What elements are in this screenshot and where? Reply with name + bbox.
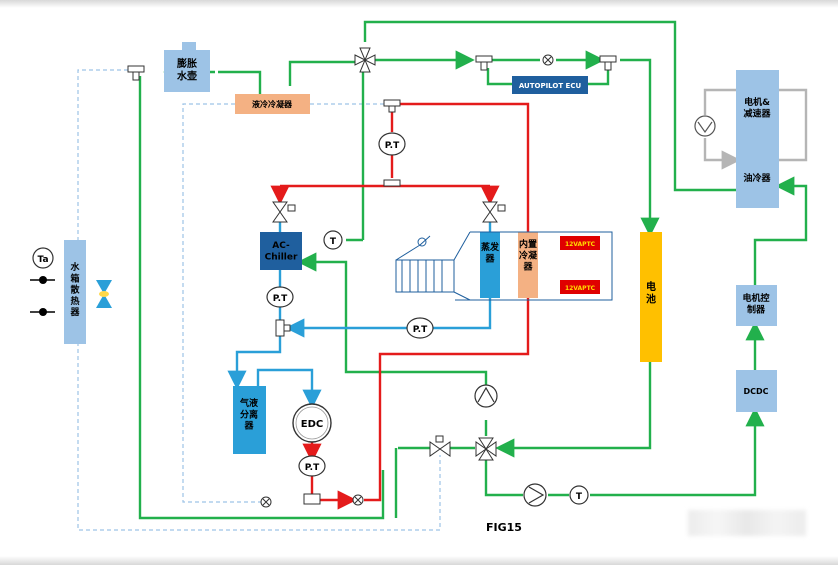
motor-controller: 电机控制器 — [736, 285, 777, 326]
pump-icon-1 — [474, 384, 498, 408]
internal-condenser-label: 内置冷凝器 — [519, 238, 538, 273]
oil-pump-icon — [694, 115, 716, 137]
pt-sensor-3: P.T — [406, 317, 434, 339]
ambient-temp-sensor: Ta — [30, 247, 55, 316]
ptc-2-label: 12VAPTC — [565, 285, 596, 292]
dcdc-label: DCDC — [743, 387, 768, 396]
four-way-valve-icon — [475, 437, 497, 461]
gas-liquid-separator: 气液分离器 — [233, 386, 266, 454]
svg-text:T: T — [576, 492, 583, 502]
expansion-tank-label: 膨胀水壶 — [176, 57, 197, 83]
edc-label: EDC — [301, 419, 323, 430]
svg-text:P.T: P.T — [273, 294, 288, 304]
autopilot-ecu: AUTOPILOT ECU — [512, 76, 588, 94]
pump-icon-2 — [523, 483, 547, 507]
bottom-border — [0, 556, 838, 565]
ptc-1-label: 12VAPTC — [565, 241, 596, 248]
fan-icon — [96, 280, 112, 308]
ta-label: Ta — [37, 255, 48, 265]
oil-cooler: 油冷器 — [736, 150, 779, 208]
expansion-tank: 膨胀水壶 — [164, 42, 210, 92]
svg-text:P.T: P.T — [413, 325, 428, 335]
dcdc: DCDC — [736, 370, 777, 412]
svg-text:P.T: P.T — [385, 141, 400, 151]
dashed-lines — [77, 69, 441, 531]
battery-label: 电池 — [646, 280, 656, 306]
top-border — [0, 0, 838, 8]
pt-sensor-1: P.T — [378, 132, 406, 156]
ptc-heaters: 12VAPTC 12VAPTC — [560, 236, 600, 294]
shutoff-valve-icon — [542, 54, 554, 66]
t-sensor-2: T — [569, 485, 589, 505]
oil-lines — [703, 88, 808, 170]
autopilot-ecu-label: AUTOPILOT ECU — [519, 82, 582, 90]
radiator-label: 水箱散热器 — [69, 261, 80, 318]
shutoff-valve-icons — [260, 54, 554, 508]
low-pressure-lines — [227, 220, 492, 409]
evaporator-label: 蒸发器 — [481, 241, 500, 264]
liquid-condenser-label: 液冷冷凝器 — [252, 99, 293, 109]
refrigerant-lines — [270, 102, 530, 510]
pt-sensor-4: P.T — [298, 455, 326, 477]
ac-chiller: AC-Chiller — [260, 232, 302, 270]
motor-reducer-label: 电机&减速器 — [743, 96, 771, 119]
ac-chiller-label: AC-Chiller — [265, 241, 298, 262]
liquid-condenser: 液冷冷凝器 — [235, 94, 310, 114]
radiator: 水箱散热器 — [64, 240, 86, 344]
expansion-valve-icon-2 — [482, 201, 506, 223]
tee-junctions — [127, 55, 617, 505]
pt-sensor-2: P.T — [266, 286, 294, 308]
motor-controller-label: 电机控制器 — [742, 292, 769, 315]
svg-text:T: T — [330, 237, 337, 247]
t-sensor-1: T — [323, 230, 343, 250]
internal-condenser: 内置冷凝器 — [518, 232, 538, 298]
oil-cooler-label: 油冷器 — [743, 172, 771, 184]
watermark-blur — [688, 510, 806, 536]
separator-label: 气液分离器 — [239, 397, 259, 432]
battery: 电池 — [640, 232, 662, 362]
motor-reducer: 电机&减速器 — [736, 70, 779, 150]
figure-label: FIG15 — [486, 521, 522, 534]
evaporator: 蒸发器 — [480, 232, 500, 298]
hvac-box — [395, 231, 613, 301]
shutoff-valve-icon — [260, 496, 272, 508]
edc-compressor: EDC — [292, 403, 332, 443]
expansion-valve-icon-1 — [272, 201, 296, 223]
valve-icon-3 — [429, 435, 451, 457]
svg-text:P.T: P.T — [305, 463, 320, 473]
shutoff-valve-icon — [352, 494, 364, 506]
three-way-valve-icon — [354, 47, 376, 73]
